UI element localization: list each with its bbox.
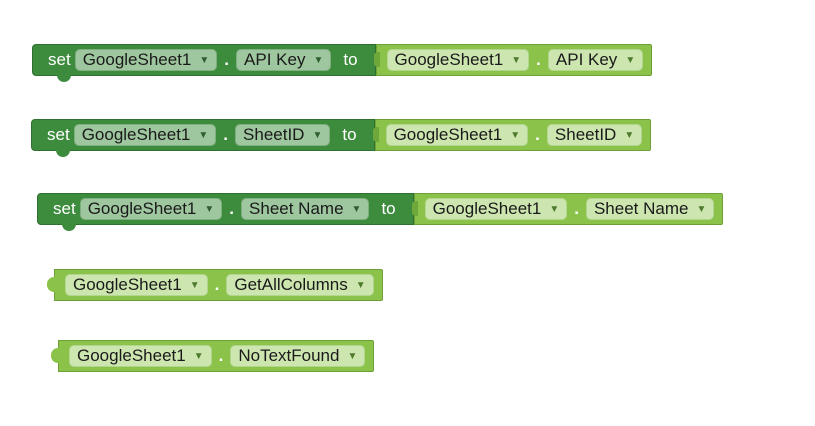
setter-segment[interactable]: set GoogleSheet1 ▼ . API Key ▼ to bbox=[32, 44, 376, 82]
property-dropdown[interactable]: GetAllColumns ▼ bbox=[226, 274, 374, 296]
dot-separator: . bbox=[223, 125, 229, 144]
set-sheetid-block[interactable]: set GoogleSheet1 ▼ . SheetID ▼ to Google… bbox=[31, 119, 652, 157]
property-dropdown[interactable]: API Key ▼ bbox=[236, 49, 332, 71]
property-dropdown[interactable]: API Key ▼ bbox=[547, 49, 644, 71]
dot-separator: . bbox=[214, 275, 220, 294]
component-dropdown[interactable]: GoogleSheet1 ▼ bbox=[74, 49, 218, 71]
setter-segment[interactable]: set GoogleSheet1 ▼ . SheetID ▼ to bbox=[31, 119, 375, 157]
dropdown-caret-icon: ▼ bbox=[312, 129, 323, 141]
dropdown-caret-icon: ▼ bbox=[189, 279, 200, 291]
dot-separator: . bbox=[224, 50, 230, 69]
dot-separator: . bbox=[574, 199, 579, 218]
getter-segment[interactable]: GoogleSheet1 ▼ . NoTextFound ▼ bbox=[50, 340, 375, 372]
dropdown-caret-icon: ▼ bbox=[193, 350, 204, 362]
dropdown-caret-icon: ▼ bbox=[624, 129, 635, 141]
to-keyword: to bbox=[343, 50, 358, 69]
dot-separator: . bbox=[229, 199, 235, 218]
set-keyword: set bbox=[47, 125, 70, 144]
set-api-key-block[interactable]: set GoogleSheet1 ▼ . API Key ▼ to Google… bbox=[32, 44, 653, 82]
dropdown-caret-icon: ▼ bbox=[198, 129, 209, 141]
to-keyword: to bbox=[342, 125, 357, 144]
dropdown-caret-icon: ▼ bbox=[549, 203, 560, 215]
get-all-columns-block[interactable]: GoogleSheet1 ▼ . GetAllColumns ▼ bbox=[47, 269, 383, 301]
getter-segment[interactable]: GoogleSheet1 ▼ . SheetID ▼ bbox=[372, 119, 652, 151]
dropdown-caret-icon: ▼ bbox=[199, 54, 210, 66]
dropdown-caret-icon: ▼ bbox=[625, 54, 636, 66]
no-text-found-block[interactable]: GoogleSheet1 ▼ . NoTextFound ▼ bbox=[50, 340, 375, 372]
component-dropdown[interactable]: GoogleSheet1 ▼ bbox=[79, 198, 223, 220]
getter-segment[interactable]: GoogleSheet1 ▼ . Sheet Name ▼ bbox=[411, 193, 724, 225]
dropdown-caret-icon: ▼ bbox=[204, 203, 215, 215]
dot-separator: . bbox=[535, 125, 540, 144]
dot-separator: . bbox=[536, 50, 541, 69]
property-dropdown[interactable]: SheetID ▼ bbox=[235, 124, 331, 146]
dropdown-caret-icon: ▼ bbox=[511, 54, 522, 66]
property-dropdown[interactable]: Sheet Name ▼ bbox=[585, 198, 715, 220]
component-dropdown[interactable]: GoogleSheet1 ▼ bbox=[73, 124, 217, 146]
dropdown-caret-icon: ▼ bbox=[696, 203, 707, 215]
component-dropdown[interactable]: GoogleSheet1 ▼ bbox=[386, 49, 530, 71]
property-dropdown[interactable]: NoTextFound ▼ bbox=[230, 345, 366, 367]
dropdown-caret-icon: ▼ bbox=[347, 350, 358, 362]
dropdown-caret-icon: ▼ bbox=[313, 54, 324, 66]
getter-segment[interactable]: GoogleSheet1 ▼ . API Key ▼ bbox=[373, 44, 653, 76]
to-keyword: to bbox=[381, 199, 396, 218]
dropdown-caret-icon: ▼ bbox=[510, 129, 521, 141]
dot-separator: . bbox=[218, 346, 224, 365]
setter-segment[interactable]: set GoogleSheet1 ▼ . Sheet Name ▼ to bbox=[37, 193, 414, 231]
dropdown-caret-icon: ▼ bbox=[351, 203, 362, 215]
property-dropdown[interactable]: SheetID ▼ bbox=[546, 124, 643, 146]
property-dropdown[interactable]: Sheet Name ▼ bbox=[241, 198, 370, 220]
set-keyword: set bbox=[48, 50, 71, 69]
component-dropdown[interactable]: GoogleSheet1 ▼ bbox=[424, 198, 568, 220]
set-sheet-name-block[interactable]: set GoogleSheet1 ▼ . Sheet Name ▼ to Goo… bbox=[37, 193, 724, 231]
component-dropdown[interactable]: GoogleSheet1 ▼ bbox=[65, 274, 208, 296]
component-dropdown[interactable]: GoogleSheet1 ▼ bbox=[69, 345, 212, 367]
component-dropdown[interactable]: GoogleSheet1 ▼ bbox=[385, 124, 529, 146]
getter-segment[interactable]: GoogleSheet1 ▼ . GetAllColumns ▼ bbox=[47, 269, 383, 301]
set-keyword: set bbox=[53, 199, 76, 218]
dropdown-caret-icon: ▼ bbox=[355, 279, 366, 291]
